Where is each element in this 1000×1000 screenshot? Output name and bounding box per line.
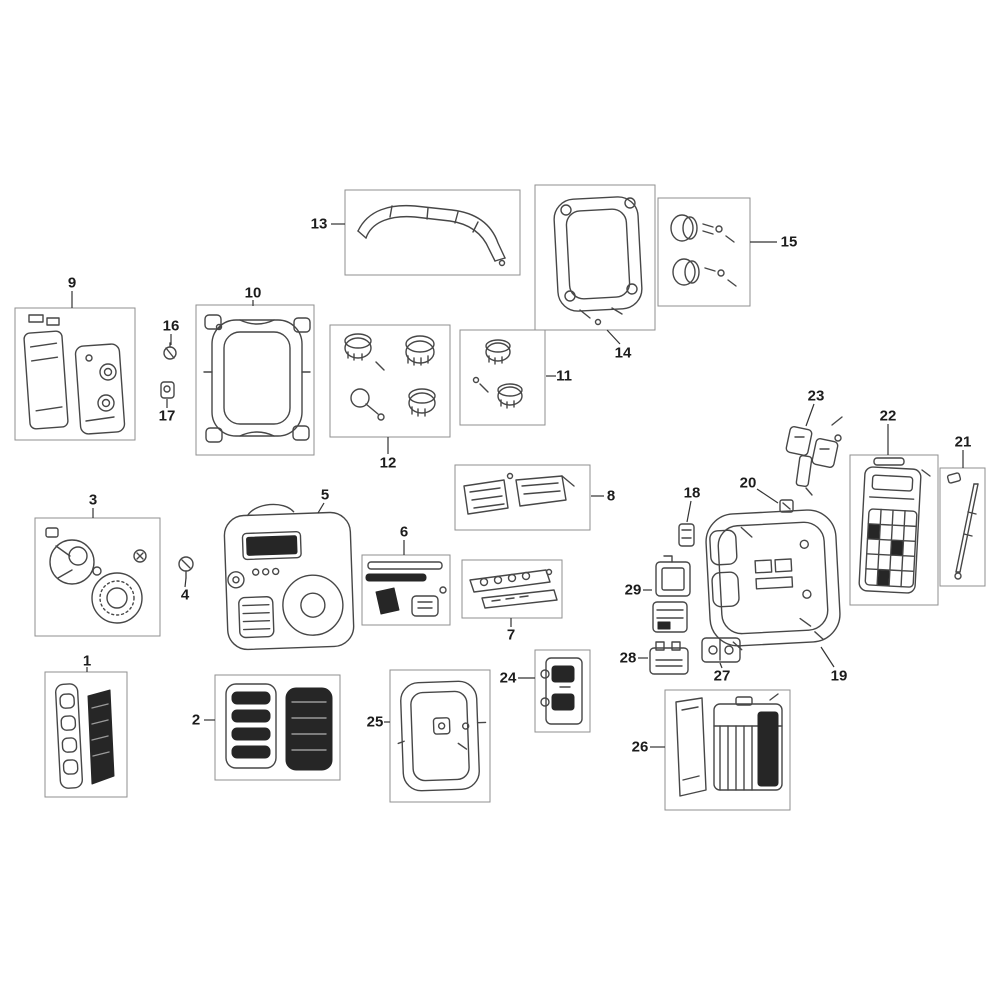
part-28-label: 28 xyxy=(619,649,637,667)
part-20-label: 20 xyxy=(739,474,757,492)
part-2-box xyxy=(214,674,341,781)
part-26-drawing xyxy=(675,693,783,797)
part-5-drawing xyxy=(223,503,355,651)
part-22-drawing xyxy=(858,457,931,594)
part-6-label: 6 xyxy=(399,523,409,541)
part-24-label: 24 xyxy=(499,669,517,687)
part-2-label: 2 xyxy=(191,711,201,729)
part-27-leader xyxy=(719,662,723,669)
part-21-label: 21 xyxy=(954,433,972,451)
part-6-drawing xyxy=(365,561,447,617)
part-6-box xyxy=(361,554,451,626)
part-16-label: 16 xyxy=(162,317,180,335)
part-22-label: 22 xyxy=(879,407,897,425)
part-28-drawing xyxy=(649,641,689,675)
part-27-label: 27 xyxy=(713,667,731,685)
part-19-leader xyxy=(820,646,835,668)
part-25-box xyxy=(389,669,491,803)
part-21-drawing xyxy=(946,472,979,580)
part-10-drawing xyxy=(203,314,311,443)
part-11-drawing xyxy=(472,339,523,409)
part-15-label: 15 xyxy=(780,233,798,251)
part-15-box xyxy=(657,197,751,307)
part-25-label: 25 xyxy=(366,713,384,731)
part-2-drawing xyxy=(225,683,333,771)
part-12-drawing xyxy=(344,333,436,421)
part-3-drawing xyxy=(45,527,147,624)
part-13-box xyxy=(344,189,521,276)
part-29-drawing xyxy=(652,555,691,633)
part-29-label: 29 xyxy=(624,581,642,599)
part-19-drawing xyxy=(705,509,841,651)
part-13-label: 13 xyxy=(310,215,328,233)
part-9-box xyxy=(14,307,136,441)
part-18-leader xyxy=(686,500,692,523)
part-23-label: 23 xyxy=(807,387,825,405)
group-boxes xyxy=(14,184,986,811)
part-23-drawing xyxy=(785,416,843,496)
part-16-drawing xyxy=(163,342,177,360)
part-1-drawing xyxy=(55,683,115,789)
part-11-box xyxy=(459,329,546,426)
part-11-label: 11 xyxy=(556,367,572,385)
part-13-drawing xyxy=(357,204,506,267)
part-14-drawing xyxy=(553,196,643,326)
part-9-drawing xyxy=(23,314,126,435)
part-7-drawing xyxy=(469,568,558,609)
part-7-box xyxy=(461,559,563,619)
part-18-label: 18 xyxy=(683,484,701,502)
part-5-label: 5 xyxy=(320,486,330,504)
part-15-drawing xyxy=(670,214,737,287)
part-14-box xyxy=(534,184,656,331)
part-5-leader xyxy=(317,502,325,514)
part-27-drawing xyxy=(701,637,741,663)
part-18-drawing xyxy=(678,523,695,547)
part-14-leader xyxy=(606,329,621,345)
part-12-box xyxy=(329,324,451,438)
part-3-label: 3 xyxy=(88,491,98,509)
part-23-leader xyxy=(805,403,815,427)
part-12-label: 12 xyxy=(379,454,397,472)
part-1-box xyxy=(44,671,128,798)
part-22-box xyxy=(849,454,939,606)
part-14-label: 14 xyxy=(614,344,632,362)
part-17-label: 17 xyxy=(158,407,176,425)
part-8-box xyxy=(454,464,591,531)
part-10-box xyxy=(195,304,315,456)
part-3-box xyxy=(34,517,161,637)
part-8-label: 8 xyxy=(606,487,616,505)
leader-lines xyxy=(71,223,964,748)
part-26-box xyxy=(664,689,791,811)
part-4-leader xyxy=(184,577,187,588)
part-4-drawing xyxy=(178,556,194,579)
part-24-drawing xyxy=(540,657,583,725)
part-19-label: 19 xyxy=(830,667,848,685)
part-24-box xyxy=(534,649,591,733)
part-25-drawing xyxy=(397,680,487,792)
part-17-drawing xyxy=(160,381,175,399)
part-1-label: 1 xyxy=(82,652,92,670)
part-7-label: 7 xyxy=(506,626,516,644)
part-20-drawing xyxy=(779,499,794,513)
part-9-label: 9 xyxy=(67,274,77,292)
part-8-drawing xyxy=(463,472,575,515)
part-20-leader xyxy=(756,488,779,504)
part-10-label: 10 xyxy=(244,284,262,302)
part-26-label: 26 xyxy=(631,738,649,756)
part-4-label: 4 xyxy=(180,586,190,604)
